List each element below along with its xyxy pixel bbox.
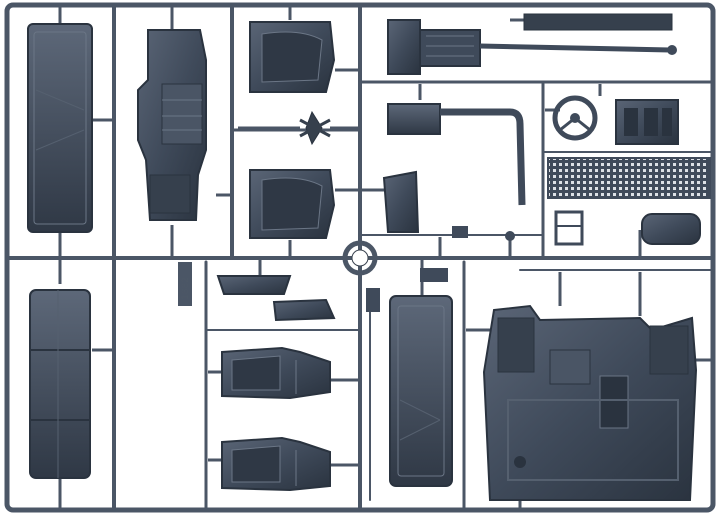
door-panel-upper bbox=[249, 21, 336, 93]
small-fan-part bbox=[299, 110, 331, 146]
sprue-hub bbox=[342, 240, 378, 276]
cab-floor-part bbox=[482, 304, 698, 501]
stamp-text: 1882 bbox=[181, 277, 191, 300]
lid-part bbox=[216, 268, 448, 322]
sprue-gates bbox=[58, 6, 712, 508]
engine-block-part bbox=[615, 99, 679, 145]
cab-interior-part bbox=[137, 29, 207, 221]
bar-part bbox=[523, 13, 673, 31]
sprue-stamp: 1882 bbox=[178, 262, 192, 306]
steering-wheel-part bbox=[552, 95, 598, 141]
seat-part-upper bbox=[221, 346, 331, 400]
small-frame-part bbox=[554, 210, 584, 246]
segmented-side-part bbox=[29, 289, 91, 479]
seat-part-lower bbox=[221, 436, 331, 492]
sprue-frame bbox=[4, 2, 716, 513]
seat-bracket-part bbox=[382, 170, 515, 241]
mirror-part bbox=[641, 213, 701, 245]
driveshaft-part bbox=[387, 19, 677, 75]
grille-mesh-part bbox=[547, 157, 711, 199]
door-panel-lower bbox=[249, 169, 336, 239]
exhaust-part bbox=[387, 103, 526, 206]
center-long-panel bbox=[389, 295, 453, 487]
long-side-panel bbox=[27, 23, 93, 233]
